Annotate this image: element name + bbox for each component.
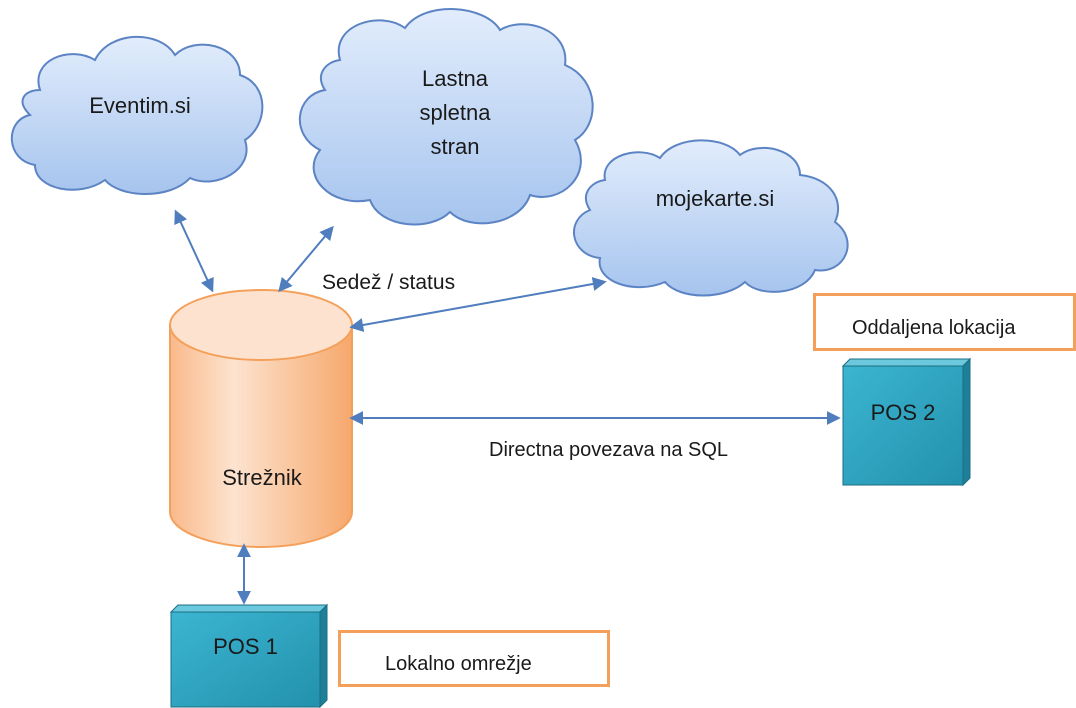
- cloud-eventim-label: Eventim.si: [89, 93, 191, 118]
- pos1-label: POS 1: [213, 634, 278, 659]
- connection-arrows: [174, 209, 841, 605]
- cloud-own-site: [298, 8, 594, 226]
- server-database: [169, 289, 353, 548]
- remote-location-label: Oddaljena lokacija: [852, 317, 1016, 339]
- local-network-box: Lokalno omrežje: [338, 630, 610, 687]
- server-label: Strežnik: [222, 465, 302, 490]
- cloud-mojekarte-label: mojekarte.si: [655, 186, 775, 211]
- cloud-own-site-line-2: spletna: [419, 100, 491, 125]
- cloud-own-site-line-1: Lastna: [421, 66, 489, 91]
- arrow-mojekarte-server: [349, 277, 607, 332]
- arrow-eventim-server: [174, 209, 214, 293]
- pos2-label: POS 2: [870, 400, 936, 425]
- cloud-mojekarte: [573, 139, 849, 297]
- cloud-own-site-line-3: stran: [430, 134, 480, 159]
- pos2-terminal: [841, 357, 972, 487]
- arrow-ownsite-server: [278, 225, 334, 293]
- cloud-own-site-label: Lastna spletna stran: [355, 62, 555, 164]
- remote-location-box: Oddaljena lokacija: [813, 293, 1076, 351]
- cloud-eventim: [10, 35, 264, 195]
- pos1-terminal: [169, 603, 329, 708]
- direct-sql-label: Directna povezava na SQL: [489, 439, 729, 461]
- seat-status-label: Sedež / status: [322, 271, 456, 294]
- local-network-label: Lokalno omrežje: [385, 653, 532, 675]
